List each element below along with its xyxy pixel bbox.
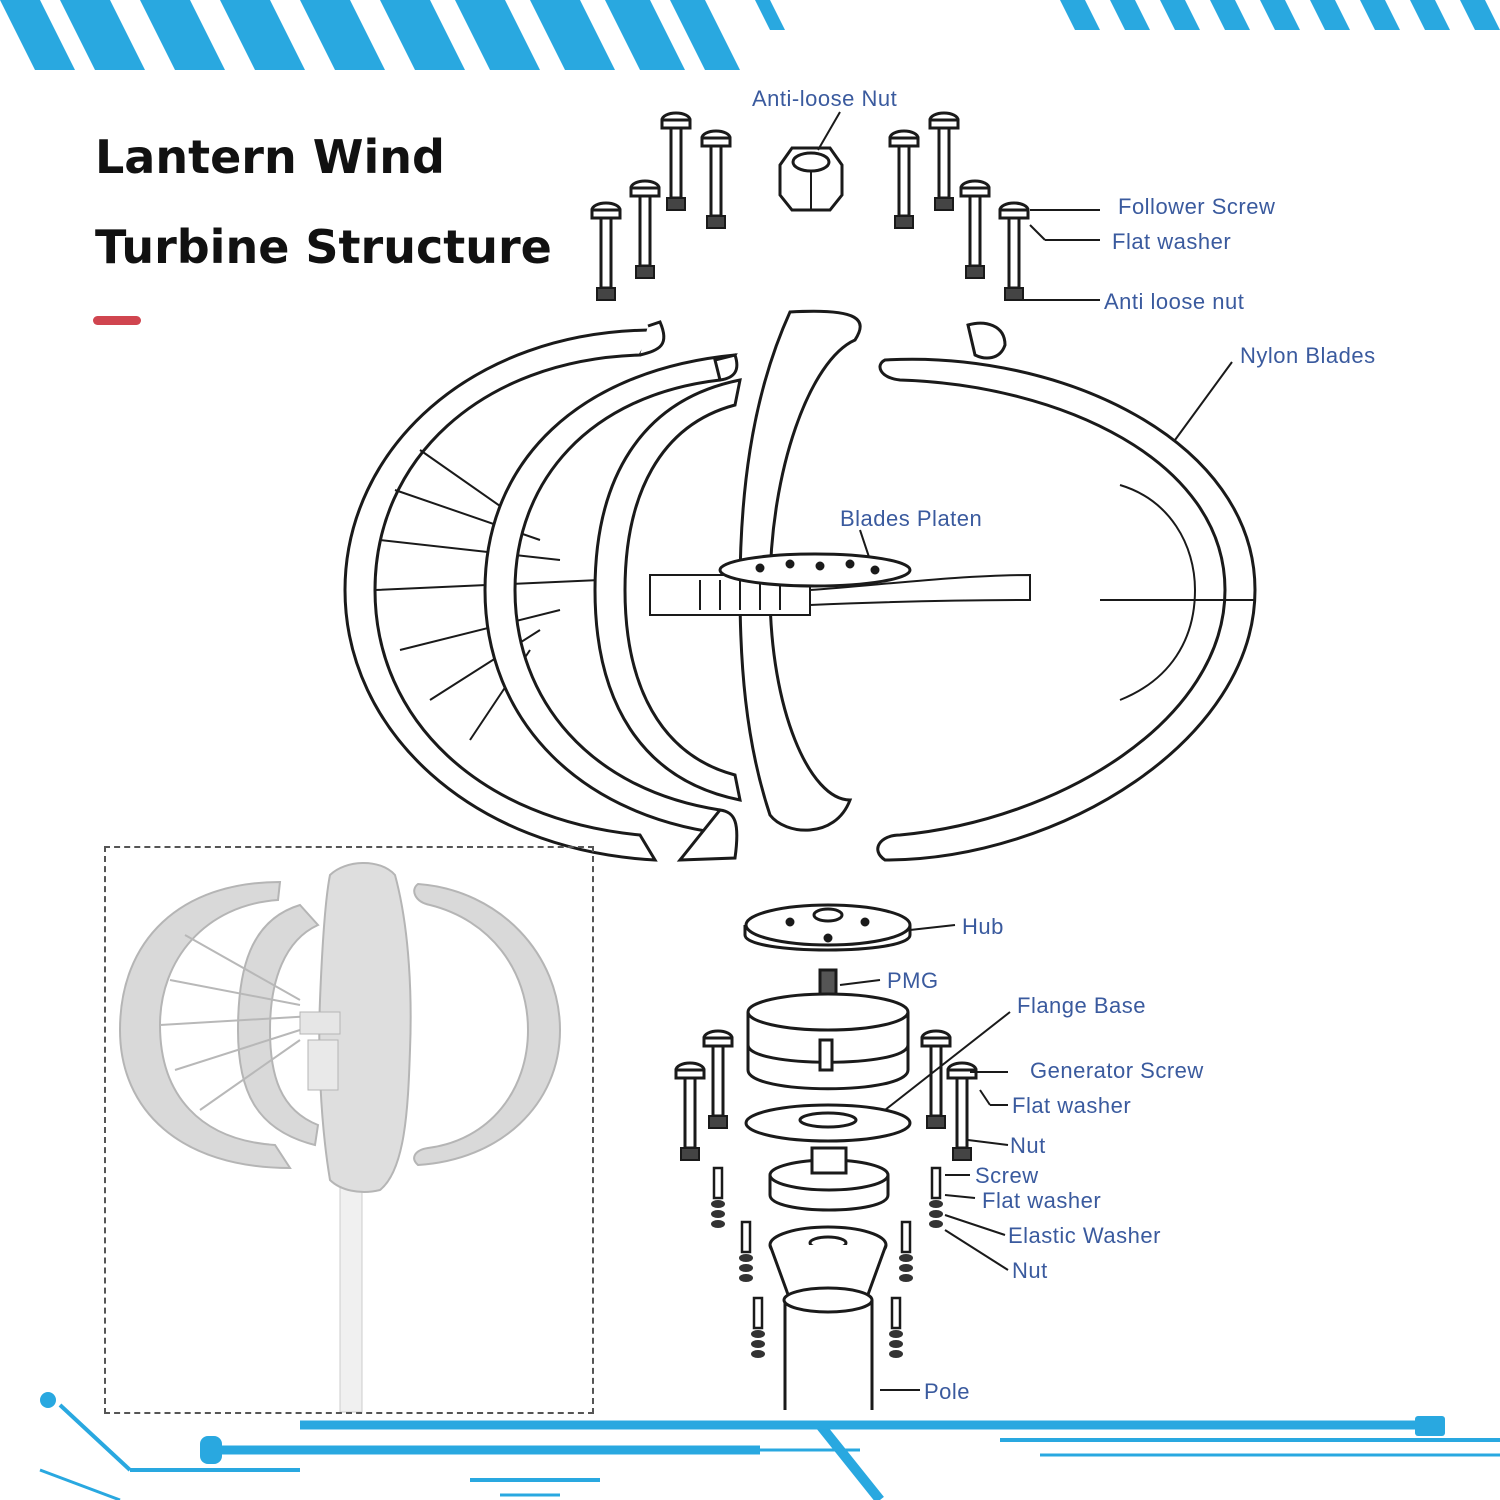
label-pole: Pole — [924, 1379, 971, 1404]
label-hub: Hub — [962, 914, 1004, 939]
label-follower-screw: Follower Screw — [1118, 194, 1276, 219]
leader-lines-top — [817, 111, 1233, 561]
follower-screw-set-right — [888, 111, 1030, 302]
flange-base — [768, 1146, 890, 1212]
label-flat-washer-mid: Flat washer — [1012, 1093, 1132, 1118]
label-nylon-blades: Nylon Blades — [1240, 343, 1376, 368]
title-line-1: Lantern Wind — [95, 130, 445, 184]
top-stripe-decoration — [0, 0, 1500, 70]
product-photo — [118, 862, 562, 1413]
bottom-circuit-nodes — [40, 1392, 1445, 1464]
product-photo-frame — [104, 846, 594, 1414]
hub-disk — [743, 903, 912, 952]
label-screw: Screw — [975, 1163, 1039, 1188]
label-flat-washer-top: Flat washer — [1112, 229, 1232, 254]
flange-plate — [744, 1103, 912, 1143]
pole-mount — [768, 1225, 888, 1410]
label-pmg: PMG — [887, 968, 939, 993]
pmg-generator — [746, 968, 910, 1091]
label-nut-low: Nut — [1012, 1258, 1048, 1283]
leader-lines-bottom — [839, 924, 1011, 1391]
label-flange-base: Flange Base — [1017, 993, 1147, 1018]
nylon-blade-assembly — [343, 309, 1257, 862]
title-accent-bar — [93, 316, 141, 325]
title-line-2: Turbine Structure — [95, 220, 552, 274]
hex-nut-icon — [778, 146, 844, 212]
follower-screw-set-left — [590, 111, 732, 302]
label-anti-loose-nut-top: Anti-loose Nut — [752, 86, 898, 111]
label-generator-screw: Generator Screw — [1030, 1058, 1204, 1083]
label-nut-mid: Nut — [1010, 1133, 1046, 1158]
label-anti-loose-nut: Anti loose nut — [1104, 289, 1245, 314]
bottom-circuit-decoration — [39, 1403, 1500, 1500]
label-blades-platen: Blades Platen — [840, 506, 983, 531]
label-elastic-washer: Elastic Washer — [1008, 1223, 1161, 1248]
label-flat-washer-low: Flat washer — [982, 1188, 1102, 1213]
